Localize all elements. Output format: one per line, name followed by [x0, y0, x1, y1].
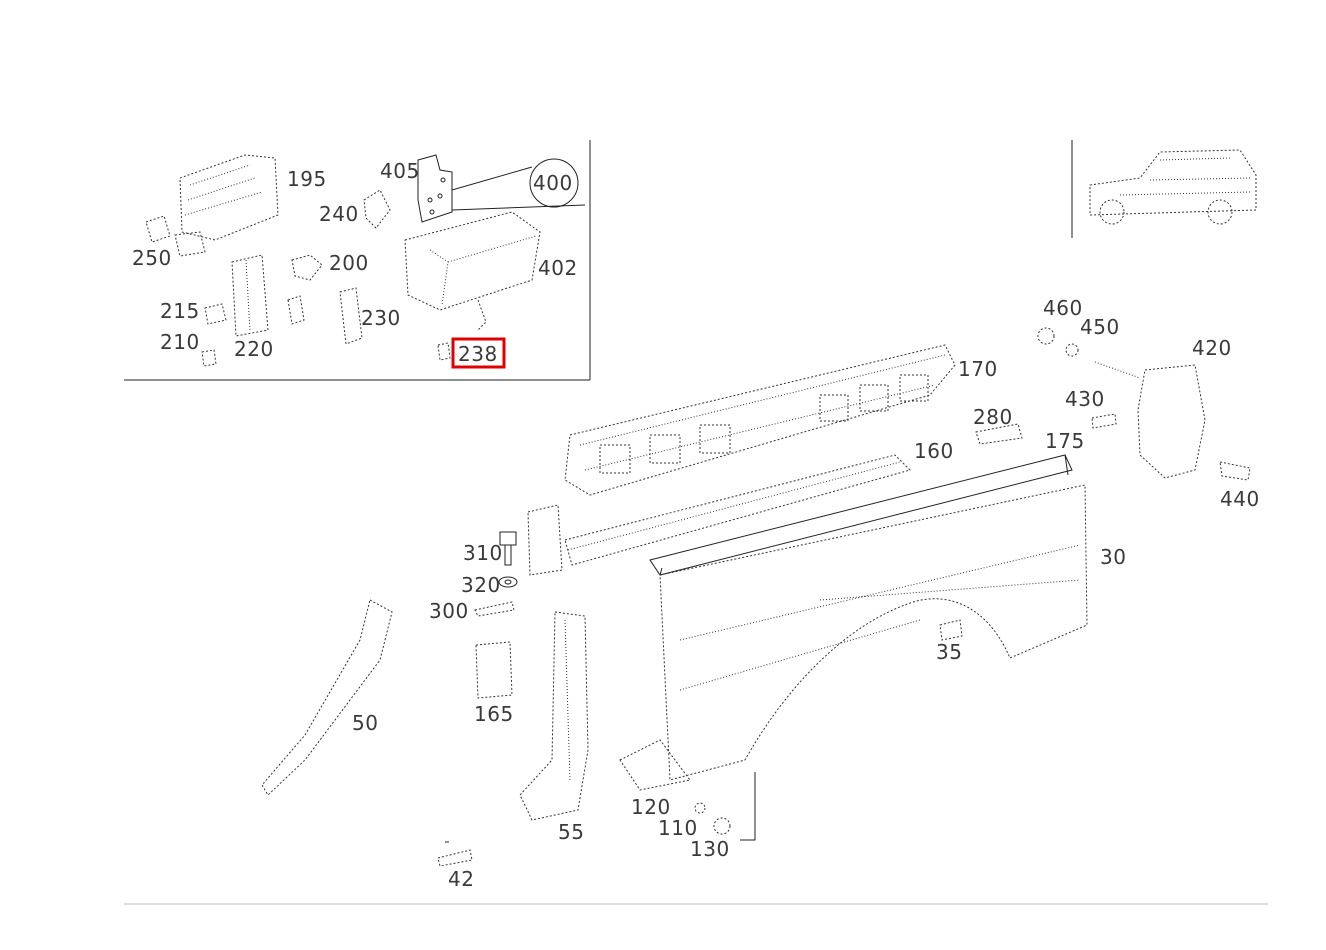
callout-175[interactable]: 175 [1045, 429, 1085, 453]
part-280 [975, 423, 1023, 445]
part-230-drawing [339, 287, 363, 345]
callout-280[interactable]: 280 [973, 405, 1013, 429]
callout-310[interactable]: 310 [463, 541, 503, 565]
part-310-bolt [499, 531, 517, 566]
part-165-clip [475, 641, 513, 699]
callout-110[interactable]: 110 [658, 816, 698, 840]
part-405-bracket [417, 154, 453, 223]
part-50-strut [261, 599, 393, 796]
callout-200[interactable]: 200 [329, 251, 369, 275]
callout-460[interactable]: 460 [1043, 296, 1083, 320]
callout-220[interactable]: 220 [234, 337, 274, 361]
callout-210[interactable]: 210 [160, 330, 200, 354]
vehicle-thumbnail [1071, 140, 1257, 238]
callout-35[interactable]: 35 [936, 640, 962, 664]
callout-130[interactable]: 130 [690, 837, 730, 861]
part-120-110-130 [619, 739, 756, 841]
part-35 [939, 619, 963, 641]
callout-165[interactable]: 165 [474, 702, 514, 726]
part-220-drawing [231, 254, 269, 337]
callout-50[interactable]: 50 [352, 711, 378, 735]
inset-frame [124, 140, 591, 381]
part-430-440 [1091, 413, 1251, 481]
part-460-450 [1037, 327, 1079, 357]
part-170-cross-member [564, 344, 956, 496]
part-210-drawing [201, 349, 217, 367]
part-420-bracket [1094, 361, 1206, 479]
part-402-box [404, 211, 541, 331]
callout-405[interactable]: 405 [380, 159, 420, 183]
part-300-pin [474, 601, 515, 617]
callout-42[interactable]: 42 [448, 867, 474, 891]
callout-238[interactable]: 238 [458, 342, 498, 366]
callout-195[interactable]: 195 [287, 167, 327, 191]
callout-402[interactable]: 402 [538, 256, 578, 280]
part-200-drawing [287, 254, 323, 325]
callout-240[interactable]: 240 [319, 202, 359, 226]
part-195-drawing [174, 154, 279, 257]
part-215-drawing [204, 303, 227, 325]
part-320-washer [498, 576, 518, 588]
callout-215[interactable]: 215 [160, 299, 200, 323]
part-30-side-panel [659, 484, 1088, 781]
callout-420[interactable]: 420 [1192, 336, 1232, 360]
callout-160[interactable]: 160 [914, 439, 954, 463]
part-240-drawing [363, 189, 391, 229]
callout-440[interactable]: 440 [1220, 487, 1260, 511]
callout-30[interactable]: 30 [1100, 545, 1126, 569]
callout-55[interactable]: 55 [558, 820, 584, 844]
callout-230[interactable]: 230 [361, 306, 401, 330]
callout-400-circle [529, 158, 579, 208]
part-55-post [519, 611, 589, 821]
callout-300[interactable]: 300 [429, 599, 469, 623]
part-250-drawing [145, 215, 171, 243]
part-42-screw [437, 841, 473, 867]
part-175-channel [649, 454, 1073, 576]
callout-450[interactable]: 450 [1080, 315, 1120, 339]
callout-120[interactable]: 120 [631, 795, 671, 819]
callout-320[interactable]: 320 [461, 573, 501, 597]
part-block-left [527, 504, 563, 576]
selected-part-highlight [451, 337, 506, 369]
callout-430[interactable]: 430 [1065, 387, 1105, 411]
callout-400[interactable]: 400 [533, 171, 573, 195]
callout-250[interactable]: 250 [132, 246, 172, 270]
part-160-rail [564, 454, 911, 566]
callout-170[interactable]: 170 [958, 357, 998, 381]
part-238-drawing [437, 342, 451, 361]
